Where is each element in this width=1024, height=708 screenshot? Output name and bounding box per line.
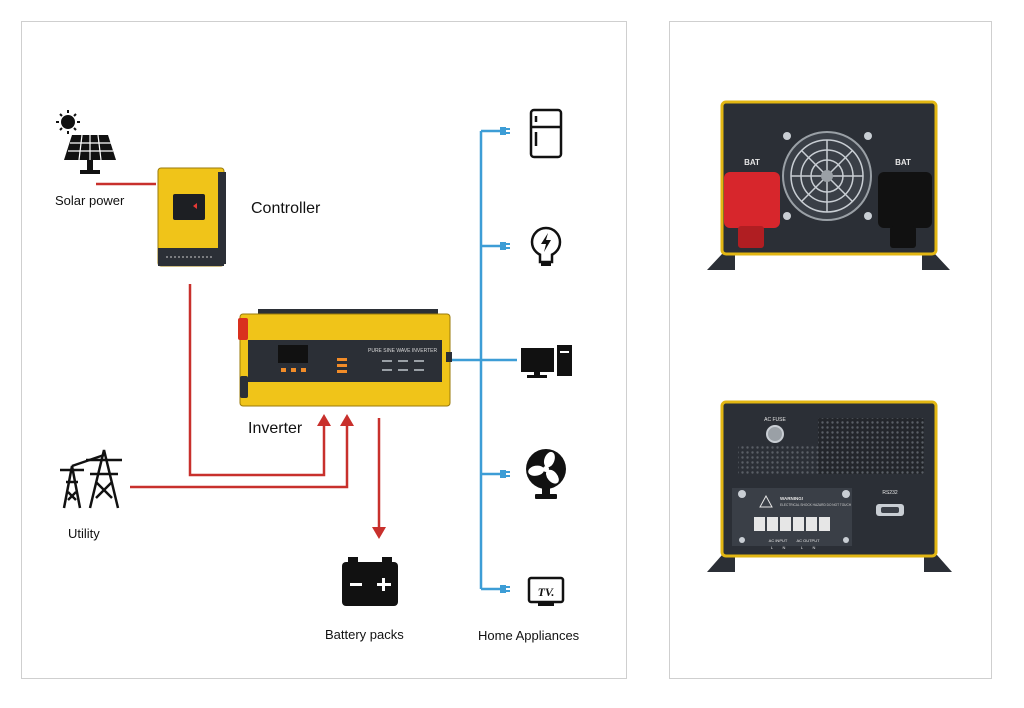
plug-icon [500,470,510,478]
plug-icons [500,127,510,593]
rs232-label: RS232 [882,490,898,496]
sun-icon [56,110,80,134]
warning-text: ELECTRICAL SHOCK HAZARD DO NOT TOUCH [780,503,852,507]
tv-icon-text: TV. [538,585,555,599]
utility-to-inverter-line [130,424,349,489]
inverter-image: PURE SINE WAVE INVERTER [238,309,452,407]
battery-packs-label: Battery packs [325,627,404,642]
power-connection-lines [96,182,381,528]
terminal-mark: L [801,545,804,550]
computer-icon [521,345,572,378]
vent-holes [738,418,924,474]
ac-fuse-label: AC FUSE [764,417,786,423]
warning-title: WARNING! [780,496,804,501]
flow-arrows [317,414,386,539]
home-appliances-label: Home Appliances [478,628,580,643]
utility-label: Utility [68,526,100,541]
plug-icon [500,242,510,250]
tv-icon: TV. [527,576,565,606]
inverter-front-text: PURE SINE WAVE INVERTER [368,348,437,354]
inverter-label: Inverter [248,420,303,437]
ac-output-label: AC OUTPUT [796,538,820,543]
solar-power-label: Solar power [55,193,125,208]
arrow-down-icon [372,527,386,539]
left-bat-label: BAT [744,158,760,167]
arrow-up-icon [340,414,354,426]
terminal-mark: N [783,545,786,550]
right-bat-label: BAT [895,158,911,167]
inverter-rear-bottom-image: AC FUSE WARNING! ELECTRICAL SHOCK HAZARD… [707,400,952,572]
controller-to-inverter-line [188,284,326,477]
solar-panel-icon [64,134,116,174]
load-bus-lines [450,129,517,591]
plug-icon [500,127,510,135]
lightbulb-icon [530,226,562,266]
arrow-up-icon [317,414,331,426]
inverter-rear-top-image: BAT BAT [707,100,950,270]
plug-icon [500,585,510,593]
fan-icon [526,449,566,499]
battery-icon [342,557,398,606]
controller-label: Controller [251,200,321,217]
utility-pylon-icon [60,449,122,509]
terminal-mark: N [813,545,816,550]
ac-terminal-block [754,517,830,531]
ac-input-label: AC INPUT [769,538,788,543]
terminal-mark: L [771,545,774,550]
charge-controller-image [157,167,226,267]
refrigerator-icon [529,108,563,159]
